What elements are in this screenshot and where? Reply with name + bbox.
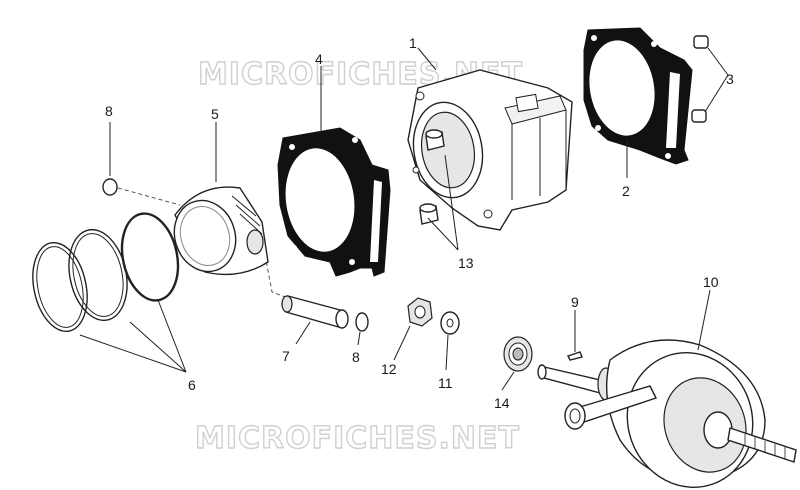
callout-12: 12 [381,361,397,377]
cylinder [407,69,573,231]
callout-11: 11 [438,375,453,391]
callout-2: 2 [622,183,630,199]
head-dowels [691,35,709,123]
callout-8-lower: 8 [352,349,360,365]
washer [440,311,460,335]
watermark-bottom: MICROFICHES.NET [195,421,520,456]
callout-6: 6 [188,377,196,393]
piston [173,186,269,276]
circlip-upper [102,178,118,196]
callout-10: 10 [703,274,719,290]
assembly-line-piston [117,187,181,206]
callout-3: 3 [726,71,734,87]
callouts: 1 2 3 4 5 6 7 8 8 9 10 11 12 13 14 [105,35,734,411]
nut [407,297,433,327]
piston-pin [281,295,349,329]
callout-14: 14 [494,395,510,411]
leader-lines [79,47,729,391]
callout-13: 13 [458,255,474,271]
crankshaft [537,339,797,489]
head-gasket [583,27,693,165]
callout-4: 4 [315,51,323,67]
callout-9: 9 [571,294,579,310]
bearing [503,336,533,372]
piston-rings [32,212,180,333]
base-gasket [277,127,391,277]
woodruff-key [567,351,583,361]
circlip-lower [355,312,369,332]
callout-7: 7 [282,348,290,364]
assembly-line-pin [264,254,289,299]
dowel-pins [419,129,445,225]
callout-1: 1 [409,35,417,51]
callout-5: 5 [211,106,219,122]
callout-8-upper: 8 [105,103,113,119]
